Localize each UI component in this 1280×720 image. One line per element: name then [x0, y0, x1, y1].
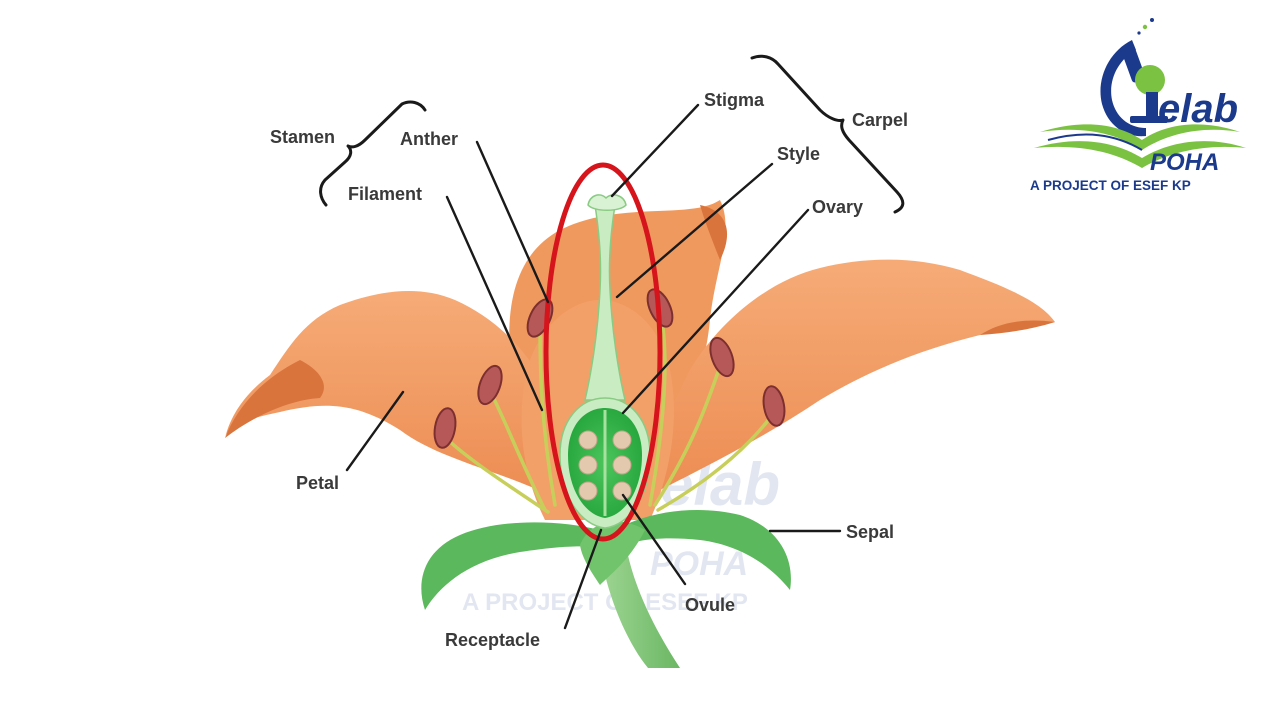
label-ovary: Ovary	[812, 197, 863, 217]
stamen-bracket	[319, 100, 427, 207]
logo-elab: elab	[1158, 87, 1238, 131]
label-style: Style	[777, 144, 820, 164]
style	[584, 204, 626, 401]
petal-left-curl	[225, 360, 324, 438]
label-anther: Anther	[400, 129, 458, 149]
watermark-poha: POHA	[650, 545, 748, 583]
petal-right-edge	[980, 320, 1055, 335]
petal-right	[640, 259, 1055, 500]
label-sepal: Sepal	[846, 522, 894, 542]
sepal-left	[421, 522, 600, 610]
petal-left	[225, 290, 560, 500]
leader-lines	[345, 103, 842, 630]
logo-poha: POHA	[1150, 149, 1219, 176]
label-petal: Petal	[296, 473, 339, 493]
label-receptacle: Receptacle	[445, 630, 540, 650]
stigma	[587, 194, 627, 211]
label-carpel: Carpel	[852, 110, 908, 130]
stem	[598, 540, 680, 668]
logo-tagline: A PROJECT OF ESEF KP	[1030, 178, 1191, 193]
microscope-icon	[1100, 40, 1168, 137]
label-ovule: Ovule	[685, 595, 735, 615]
book-icon	[1034, 124, 1246, 168]
watermark-tagline: A PROJECT OF ESEF KP	[462, 589, 748, 616]
elab-poha-logo: elab POHA A PROJECT OF ESEF KP	[1030, 18, 1246, 193]
ovules	[578, 430, 632, 501]
label-filament: Filament	[348, 184, 422, 204]
sepal-right	[615, 510, 791, 590]
label-stamen: Stamen	[270, 127, 335, 147]
carpel-bracket	[750, 54, 905, 214]
watermark: elab POHA A PROJECT OF ESEF KP	[462, 451, 780, 616]
carpel-highlight	[543, 162, 663, 542]
label-stigma: Stigma	[704, 90, 765, 110]
